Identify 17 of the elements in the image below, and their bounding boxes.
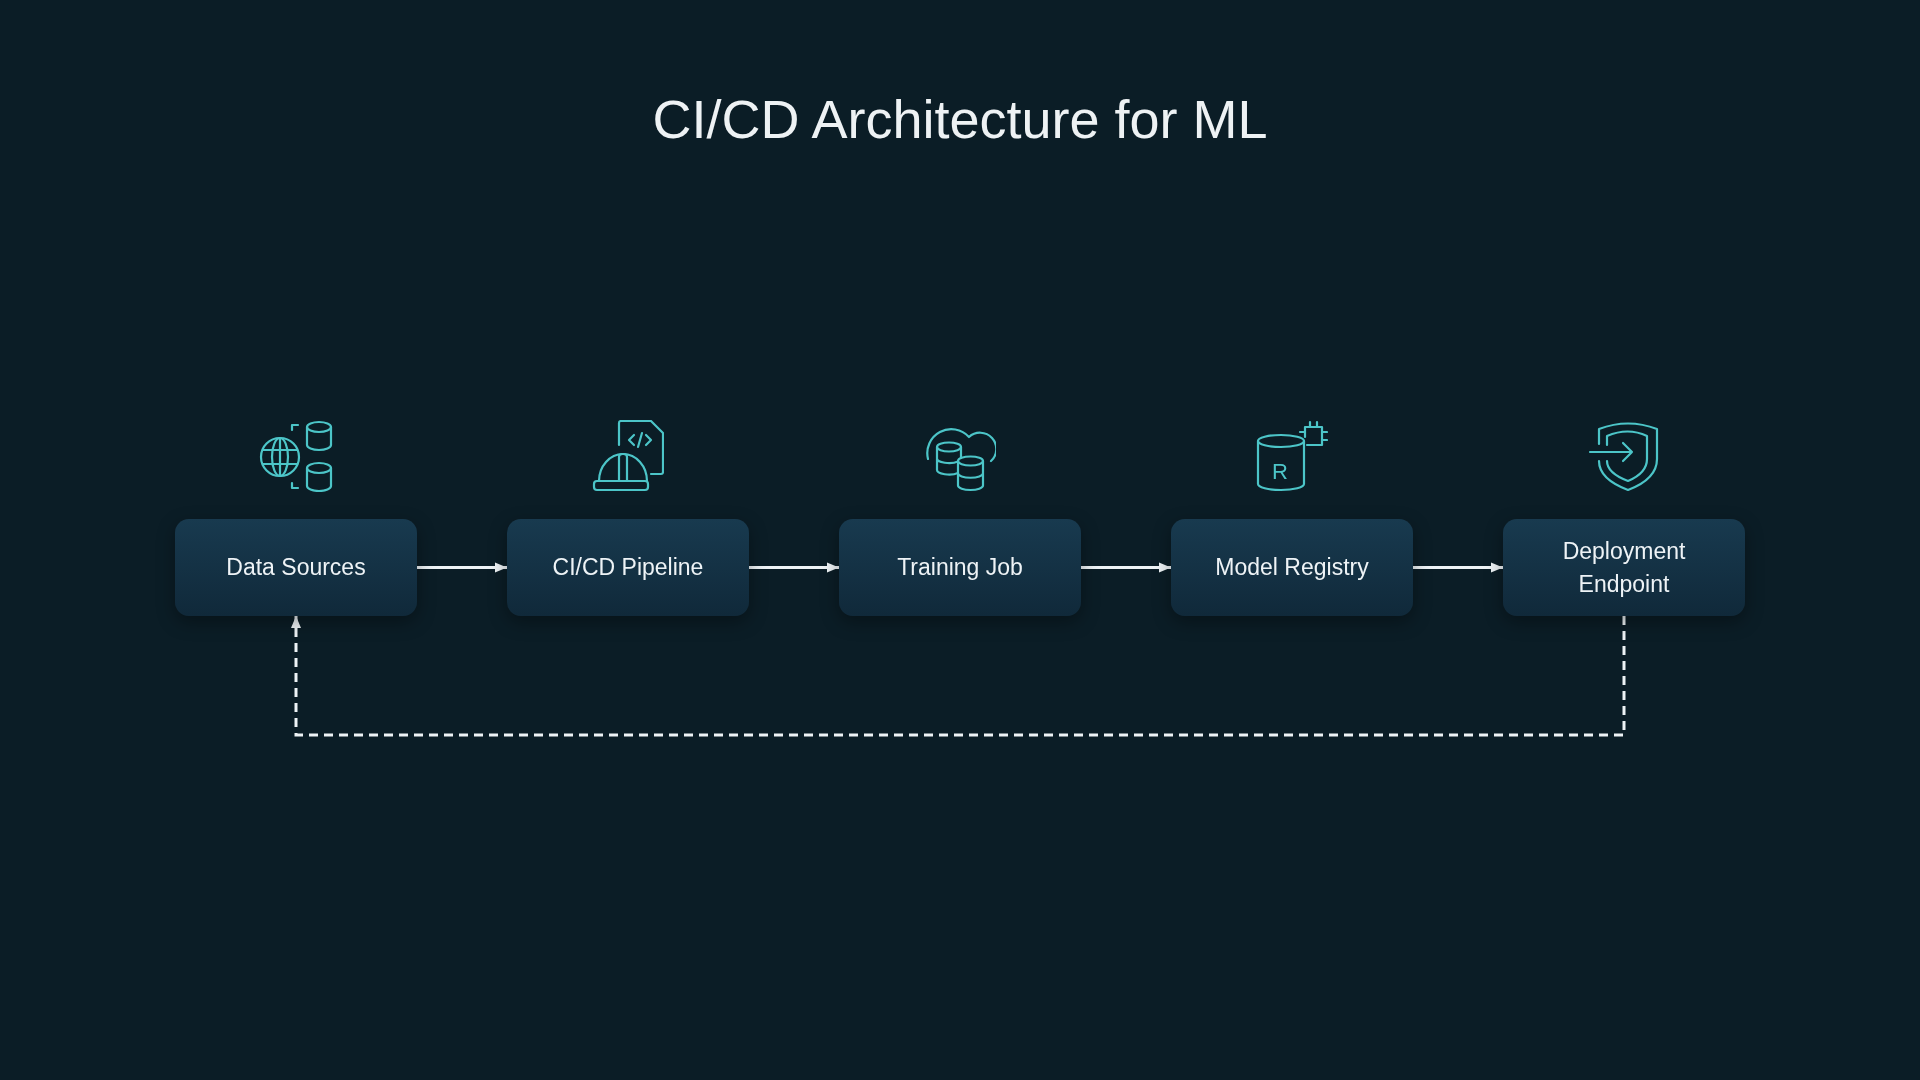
box-label: CI/CD Pipeline bbox=[552, 553, 704, 582]
box-label: Deployment Endpoint bbox=[1561, 536, 1687, 599]
process-box bbox=[507, 519, 749, 616]
process-box bbox=[175, 519, 417, 616]
dashed-arrow bbox=[291, 616, 1626, 737]
arrow bbox=[1081, 562, 1171, 573]
title: CI/CD Architecture for ML bbox=[652, 88, 1268, 151]
box-label: Training Job bbox=[897, 553, 1023, 582]
arrow bbox=[1413, 562, 1503, 573]
process-box bbox=[839, 519, 1081, 616]
box-label: Model Registry bbox=[1215, 553, 1369, 582]
process-box bbox=[1503, 519, 1745, 616]
arrow bbox=[749, 562, 839, 573]
box-label: Data Sources bbox=[226, 553, 366, 582]
arrow bbox=[417, 562, 507, 573]
process-box bbox=[1171, 519, 1413, 616]
icon-letter: R bbox=[1272, 461, 1288, 483]
